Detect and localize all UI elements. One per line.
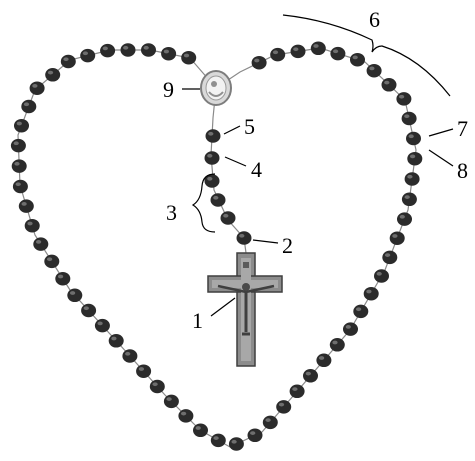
leader-5 [224,126,240,134]
loop-bead [382,78,397,92]
loop-bead [80,49,95,63]
loop-bead [30,81,45,95]
loop-bead [402,112,417,126]
leader-2 [253,240,278,243]
pendant-chain [211,88,246,253]
loop-bead [402,193,417,207]
leader-7 [429,129,453,136]
loop-bead [19,199,34,213]
loop-bead [44,255,59,269]
loop-bead [164,395,179,409]
loop-bead [396,92,411,106]
label-2: 2 [282,233,293,258]
loop-bead [270,48,285,62]
loop-bead [67,289,82,303]
loop-bead [211,434,226,448]
brace-decade [283,15,450,96]
loop-bead [178,409,193,423]
loop-bead [407,152,422,166]
loop-bead [330,338,345,352]
pendant-bead [205,151,220,165]
loop-bead [406,132,421,146]
loop-bead [61,55,76,69]
loop-bead [343,322,358,336]
loop-bead [161,47,176,61]
loop-bead [109,334,124,348]
loop-bead [303,369,318,383]
loop-bead [390,231,405,245]
loop-bead [150,380,165,394]
loop-bead [122,349,137,363]
label-6: 6 [369,7,380,32]
loop-bead [330,47,345,61]
label-9: 9 [163,77,174,102]
label-1: 1 [192,308,203,333]
loop-bead [290,385,305,399]
loop-bead [81,304,96,318]
label-3: 3 [166,200,177,225]
centerpiece-medal-icon [201,71,231,105]
loop-bead [291,45,306,59]
label-8: 8 [457,158,468,183]
loop-bead [311,42,326,56]
loop-bead [95,319,110,333]
loop-bead [100,44,115,58]
loop-bead [121,43,136,57]
pendant-bead [211,193,226,207]
loop-chain [18,48,416,447]
leader-8 [429,150,453,166]
loop-bead [229,437,244,451]
loop-bead [248,429,263,443]
loop-bead [13,180,28,194]
pendant-bead [221,211,236,225]
loop-bead [397,212,412,226]
loop-bead [316,354,331,368]
loop-bead [350,53,365,66]
loop-bead [55,272,70,286]
leader-1 [211,298,235,316]
loop-bead [25,219,40,233]
loop-bead [33,237,48,251]
pendant-bead [237,231,252,245]
loop-bead [12,159,27,173]
loop-bead [263,416,278,430]
loop-bead [374,269,389,283]
loop-bead [136,364,151,378]
loop-bead [276,400,291,414]
loop-bead [367,64,382,78]
label-5: 5 [244,114,255,139]
loop-bead [382,251,397,265]
label-4: 4 [251,157,262,182]
loop-bead [45,68,60,82]
leader-4 [225,157,246,166]
loop-bead [11,139,26,153]
loop-bead [364,287,379,301]
loop-bead [405,172,420,186]
pendant-bead [206,129,221,143]
loop-bead [193,424,208,438]
loop-bead [353,305,368,319]
rosary-chain [18,48,416,447]
loop-bead [252,56,267,69]
loop-bead [14,119,29,133]
loop-bead [141,43,156,57]
loop-bead [21,100,36,114]
label-7: 7 [457,116,468,141]
loop-bead [181,51,196,64]
